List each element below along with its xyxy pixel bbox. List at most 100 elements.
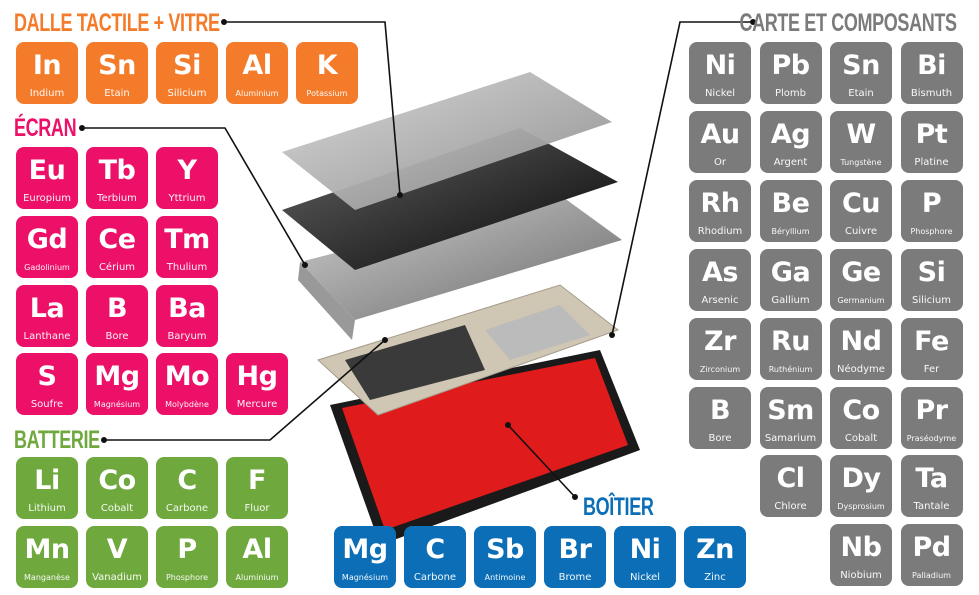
element-symbol: B <box>709 395 731 426</box>
element-name: Béryllium <box>771 227 810 236</box>
element-symbol: Co <box>98 465 136 496</box>
element-name: Arsenic <box>701 295 739 306</box>
element-symbol: Zr <box>704 326 736 357</box>
element-tile-case: C Carbone <box>404 526 466 588</box>
element-symbol: Br <box>558 534 592 565</box>
element-symbol: Ta <box>915 463 948 494</box>
element-symbol: B <box>106 293 128 324</box>
heading-case: BOÎTIER <box>583 493 654 521</box>
element-symbol: Al <box>242 534 272 565</box>
element-symbol: Ce <box>98 224 136 255</box>
element-name: Baryum <box>167 331 207 342</box>
element-name: Aluminium <box>235 573 279 582</box>
element-name: Carbone <box>165 503 209 514</box>
element-symbol: Mg <box>342 534 388 565</box>
element-symbol: Ru <box>770 326 811 357</box>
element-symbol: Sn <box>842 50 880 81</box>
element-name: Chlore <box>774 501 807 512</box>
element-symbol: Hg <box>236 361 278 392</box>
element-symbol: Zn <box>696 534 734 565</box>
touch-glass-layer <box>282 72 612 210</box>
element-name: Néodyme <box>837 364 885 375</box>
element-name: Carbone <box>413 572 457 583</box>
element-symbol: Ni <box>629 534 661 565</box>
display-layer <box>298 195 622 340</box>
element-symbol: Tb <box>98 155 136 186</box>
element-name: Europium <box>23 193 71 204</box>
element-name: Etain <box>104 88 130 99</box>
element-name: Cérium <box>98 262 136 273</box>
element-name: Germanium <box>837 296 885 305</box>
element-symbol: Ni <box>704 50 736 81</box>
element-symbol: Sm <box>767 395 814 426</box>
element-name: Potassium <box>306 89 348 98</box>
element-name: Nickel <box>704 88 736 99</box>
element-symbol: Pr <box>915 395 948 426</box>
element-symbol: In <box>32 50 62 81</box>
element-symbol: Ag <box>770 119 811 150</box>
element-name: Etain <box>848 88 874 99</box>
element-symbol: Li <box>34 465 60 496</box>
element-symbol: C <box>425 534 445 565</box>
element-name: Mercure <box>236 399 278 410</box>
element-symbol: Bi <box>917 50 946 81</box>
element-symbol: Cl <box>776 463 805 494</box>
element-symbol: Eu <box>28 155 66 186</box>
element-symbol: La <box>29 293 65 324</box>
heading-board: CARTE ET COMPOSANTS <box>739 9 958 37</box>
element-symbol: Cu <box>841 188 881 219</box>
element-symbol: Au <box>700 119 740 150</box>
element-name: Bore <box>105 331 129 342</box>
element-name: Platine <box>914 157 949 168</box>
element-symbol: P <box>177 534 197 565</box>
element-name: Antimoine <box>484 573 526 582</box>
heading-touch: DALLE TACTILE + VITRE <box>14 9 220 37</box>
element-name: Plomb <box>774 88 806 99</box>
element-name: Lithium <box>28 503 66 514</box>
element-symbol: Nd <box>840 326 882 357</box>
element-name: Indium <box>29 88 65 99</box>
element-name: Manganèse <box>24 573 70 582</box>
element-name: Palladium <box>912 571 951 580</box>
element-symbol: P <box>921 188 942 219</box>
element-name: Tantale <box>913 501 950 512</box>
element-name: Molybdène <box>165 400 209 409</box>
element-symbol: Mg <box>94 361 140 392</box>
element-name: Ruthénium <box>768 365 813 374</box>
element-name: Gallium <box>771 295 810 306</box>
element-name: Vanadium <box>92 572 142 583</box>
element-symbol: C <box>177 465 197 496</box>
heading-battery: BATTERIE <box>14 426 100 454</box>
element-symbol: Dy <box>841 463 881 494</box>
element-name: Silicium <box>911 295 952 306</box>
element-name: Thulium <box>166 262 208 273</box>
